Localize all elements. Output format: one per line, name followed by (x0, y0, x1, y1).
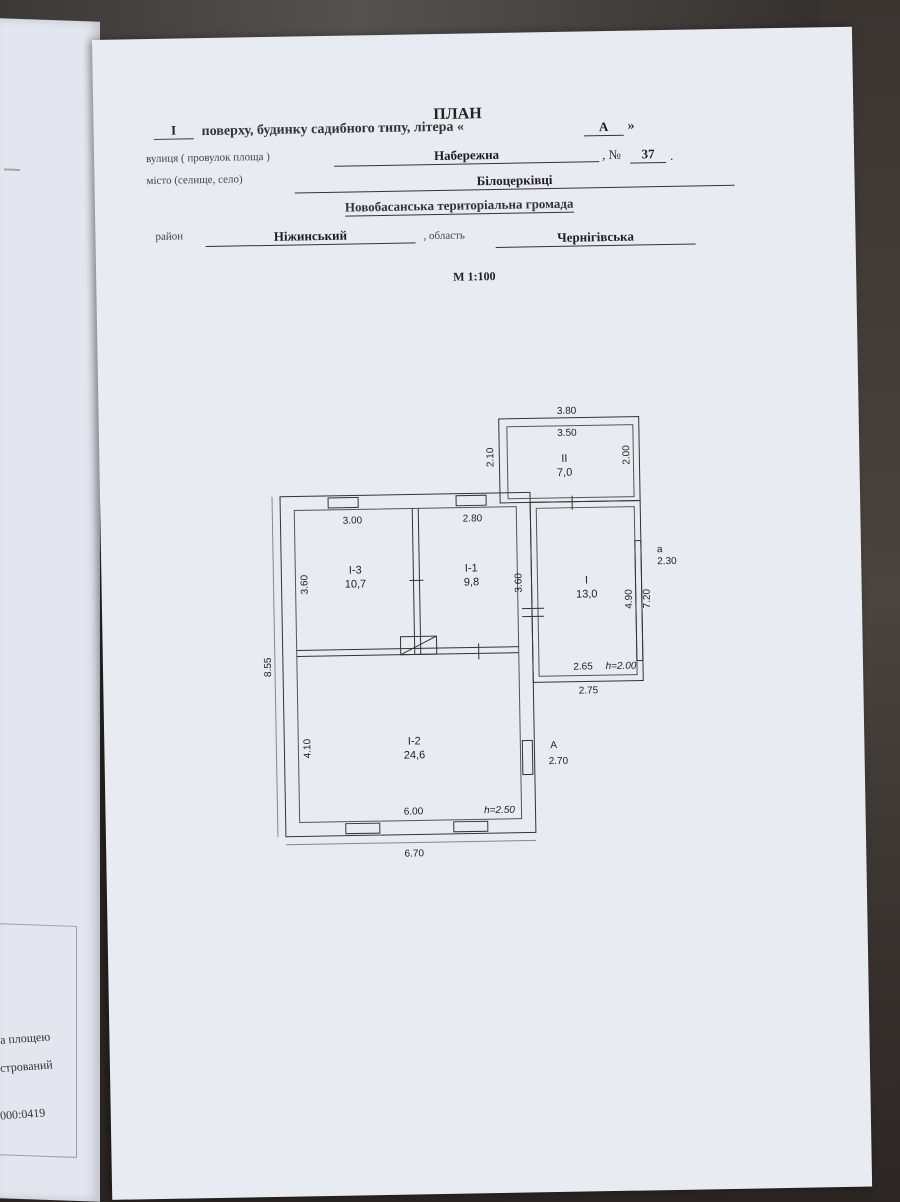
left-page: а площею стрований 000:0419 (0, 18, 100, 1201)
number-end: . (670, 148, 674, 164)
height-250: h=2.50 (484, 805, 515, 817)
dim-200: 2.00 (621, 445, 632, 465)
window-5 (522, 740, 533, 774)
measure-670-line (286, 840, 536, 844)
dim-720: 7.20 (642, 588, 653, 608)
community-value: Новобасанська територіальна громада (345, 196, 574, 217)
window-2 (456, 495, 486, 506)
floor-text: поверху, будинку садибного типу, літера … (201, 120, 464, 141)
left-fragment-3: 000:0419 (0, 1105, 46, 1123)
partition-1 (412, 508, 415, 654)
partition-2 (418, 508, 421, 654)
scale: М 1:100 (453, 269, 496, 285)
dim-380: 3.80 (557, 406, 577, 417)
district-label: район (155, 230, 183, 242)
height-200: h=2.00 (605, 661, 636, 673)
room-i1-id: I-1 (465, 562, 478, 574)
dim-360-left: 3.60 (299, 574, 310, 594)
street-value: Набережна (334, 145, 599, 167)
region-value: Чернігівська (495, 227, 695, 247)
dim-410: 4.10 (302, 738, 313, 758)
dim-230: 2.30 (657, 556, 677, 567)
room-i3-area: 10,7 (345, 578, 367, 590)
dim-280: 2.80 (463, 513, 483, 524)
dim-265: 2.65 (573, 661, 593, 672)
street-label: вулиця ( провулок площа ) (146, 151, 270, 165)
room-i1-area: 9,8 (464, 576, 480, 588)
room-i-area: 13,0 (576, 588, 598, 600)
room-i2-area: 24,6 (404, 749, 426, 761)
dim-670: 6.70 (404, 848, 424, 859)
page-mark (4, 168, 20, 171)
room-i-id: I (585, 574, 588, 586)
window-1 (328, 497, 358, 508)
city-label: місто (селище, село) (146, 173, 242, 187)
number-label: , № (602, 147, 621, 163)
label-A-large: А (550, 740, 557, 751)
plan-sheet: ПЛАН I поверху, будинку садибного типу, … (92, 27, 872, 1200)
partition-3 (297, 647, 519, 651)
litera-value: А (583, 119, 623, 137)
dim-275: 2.75 (579, 685, 599, 696)
dim-350: 3.50 (557, 428, 577, 439)
dim-600: 6.00 (404, 806, 424, 817)
label-a-small: а (657, 544, 663, 555)
window-3 (346, 823, 380, 834)
inner-wall-line (294, 507, 521, 823)
dim-360-right: 3.60 (513, 573, 524, 593)
dim-855: 8.55 (263, 657, 274, 677)
room-ii-area: 7,0 (557, 467, 573, 479)
dim-210: 2.10 (485, 447, 496, 467)
litera-close: » (627, 119, 634, 135)
room-ii-id: II (561, 453, 567, 465)
floor-value: I (153, 122, 193, 140)
window-4 (454, 821, 488, 832)
room-i3-id: I-3 (349, 564, 362, 576)
outer-wall (280, 492, 536, 836)
number-value: 37 (630, 146, 666, 164)
dim-490: 4.90 (624, 589, 635, 609)
city-value: Білоцерківці (294, 169, 734, 194)
floor-plan: II 7,0 I-3 10,7 I-1 9,8 I 13,0 I-2 24,6 … (278, 400, 686, 847)
room-i2-id: I-2 (408, 735, 421, 747)
district-value: Ніжинський (205, 226, 415, 247)
dim-270: 2.70 (549, 756, 569, 767)
stairs-diagonal (400, 636, 436, 655)
region-label: , область (423, 230, 465, 243)
dim-300: 3.00 (343, 515, 363, 526)
